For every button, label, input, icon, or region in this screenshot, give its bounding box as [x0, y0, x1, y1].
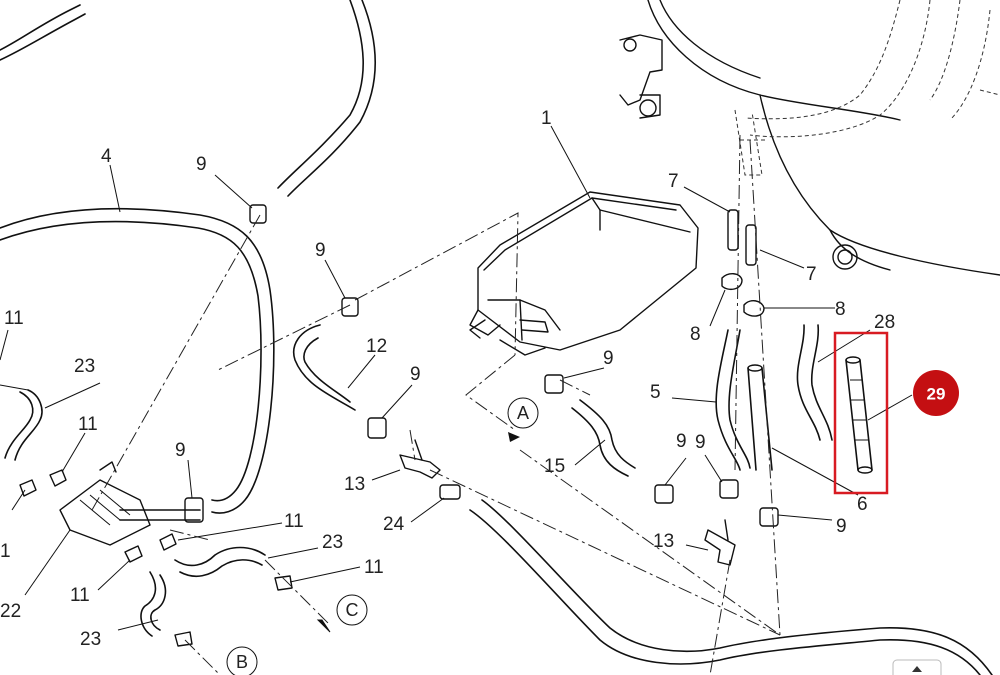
- callout-24: 24: [383, 514, 405, 535]
- callouts: 1 4 5 6 7 7 8 8 9 9 9 9 9 9 9 9 11 11 11…: [0, 108, 895, 650]
- leader-lines: [0, 125, 913, 631]
- part-29-badge[interactable]: [913, 370, 959, 416]
- fittings: [19, 204, 779, 647]
- callout-9: 9: [836, 516, 847, 537]
- callout-12: 12: [366, 336, 387, 357]
- reference-b: B: [236, 652, 248, 672]
- callout-6: 6: [857, 494, 868, 515]
- callout-13: 13: [344, 474, 365, 495]
- part-29-label: 29: [927, 385, 946, 404]
- callout-7: 7: [668, 171, 679, 192]
- callout-7: 7: [806, 264, 817, 285]
- callout-11: 11: [70, 585, 90, 606]
- callout-22: 22: [0, 601, 21, 622]
- arrows: [316, 432, 520, 633]
- routing-lines: [91, 134, 781, 675]
- frame-outline: [619, 0, 1000, 276]
- callout-4: 4: [101, 146, 112, 167]
- callout-11: 11: [4, 308, 24, 329]
- callout-13: 13: [653, 531, 674, 552]
- callout-1: 1: [541, 108, 552, 129]
- callout-9: 9: [315, 240, 326, 261]
- highlight-part-29[interactable]: 29: [833, 331, 959, 495]
- callout-23: 23: [80, 629, 101, 650]
- callout-8: 8: [835, 299, 846, 320]
- callout-9: 9: [175, 440, 186, 461]
- callout-9: 9: [695, 432, 706, 453]
- callout-9: 9: [410, 364, 421, 385]
- callout-5: 5: [650, 382, 661, 403]
- callout-15: 15: [544, 456, 565, 477]
- callout-11: 11: [364, 557, 384, 578]
- canister: [469, 191, 699, 356]
- callout-11: 11: [78, 414, 98, 435]
- callout-23: 23: [322, 532, 343, 553]
- callout-11: 11: [284, 511, 304, 532]
- callout-23: 23: [74, 356, 95, 377]
- page-corner-icon: [892, 659, 942, 675]
- callout-9: 9: [603, 348, 614, 369]
- callout-9: 9: [196, 154, 207, 175]
- callout-1: 1: [0, 541, 11, 562]
- callout-9: 9: [676, 431, 687, 452]
- callout-8: 8: [690, 324, 701, 345]
- reference-markers: A B C: [226, 397, 539, 675]
- callout-28: 28: [874, 312, 895, 333]
- reference-a: A: [517, 403, 529, 423]
- highlight-frame: [833, 331, 889, 495]
- reference-c: C: [346, 600, 359, 620]
